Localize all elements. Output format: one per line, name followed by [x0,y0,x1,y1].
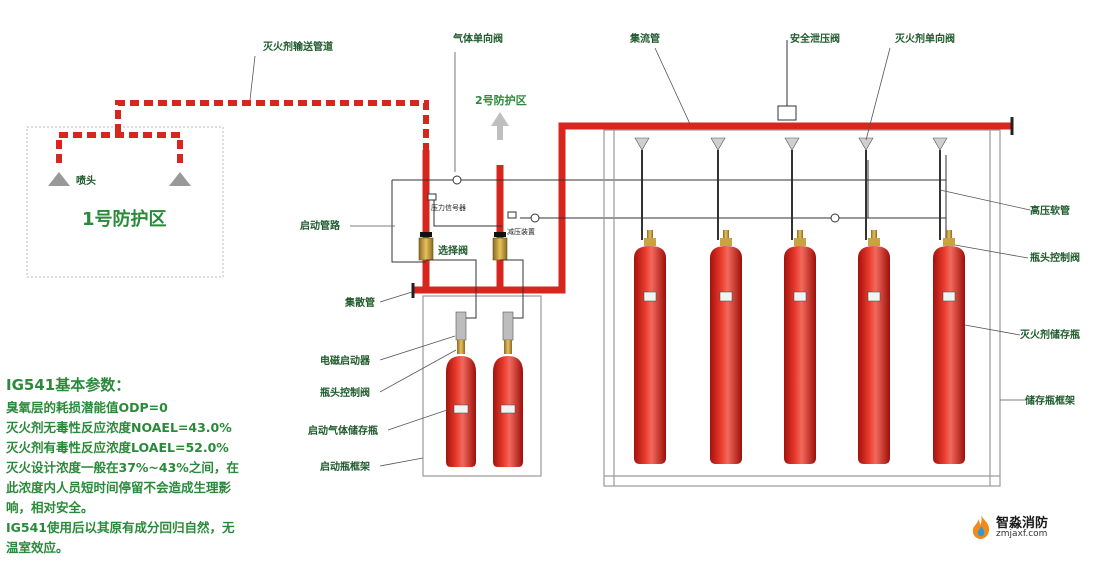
params-line: 灭火剂无毒性反应浓度NOAEL=43.0% [6,420,232,435]
label-agent-check-valve: 灭火剂单向阀 [894,32,955,45]
label-high-pressure-hose: 高压软管 [1030,204,1070,217]
selector-valve-2-icon [492,237,508,261]
main-pipes [412,122,1012,294]
brand-name: 智淼消防 [996,516,1049,531]
actuation-lines [391,155,947,263]
agent-cylinder-2 [709,229,743,465]
agent-check-valves [634,137,948,240]
params-line: 此浓度内人员短时间停留不会造成生理影 [6,480,232,495]
label-nozzle: 喷头 [76,174,96,187]
brand-url: zmjaxf.com [996,529,1048,539]
label-safety-relief-valve: 安全泄压阀 [790,32,840,45]
label-delivery-pipe: 灭火剂输送管道 [262,40,333,53]
label-collector-pipe: 集散管 [344,296,375,309]
zone1-box [26,126,224,278]
zone2-arrow-icon [491,112,509,140]
label-agent-cylinder: 灭火剂储存瓶 [1019,328,1080,341]
params-line: 响，相对安全。 [6,500,94,515]
pressure-switch-icon [427,193,437,201]
label-solenoid-actuator: 电磁启动器 [320,354,371,367]
ig541-parameters: IG541基本参数： 臭氧层的耗损潜能值ODP=0 灭火剂无毒性反应浓度NOAE… [6,374,306,558]
selector-valve-1-icon [418,237,434,261]
cylinder-rack [603,129,1001,487]
start-cylinder-1 [446,311,476,467]
params-line: 温室效应。 [6,540,69,555]
params-title: IG541基本参数： [6,376,131,394]
start-cylinder-rack [422,295,542,477]
gas-check-valve-icon [452,175,462,185]
line-check-valve-icon [830,213,840,223]
label-selector-valve: 选择阀 [438,244,468,257]
leader-lines [249,47,1031,467]
agent-cylinder-5 [932,229,966,465]
label-start-cylinder-rack: 启动瓶框架 [320,460,370,473]
brand-logo: 智淼消防 zmjaxf.com [970,512,1090,544]
nozzle-left-icon [48,172,70,186]
start-cylinder-2 [493,311,523,467]
agent-cylinder-3 [783,229,817,465]
label-cylinder-rack: 储存瓶框架 [1024,394,1075,407]
label-gas-check-valve: 气体单向阀 [452,32,503,45]
params-line: IG541使用后以其原有成分回归自然，无 [6,520,235,535]
params-line: 灭火设计浓度一般在37%~43%之间，在 [6,460,239,475]
flame-icon [972,515,990,539]
label-start-gas-cylinder: 启动气体储存瓶 [308,424,378,437]
label-pressure-reducer: 减压装置 [507,227,535,236]
agent-cylinder-1 [633,229,667,465]
label-start-pipeline: 启动管路 [300,219,341,232]
label-zone2: 2号防护区 [475,93,527,107]
label-cylinder-head-valve-right: 瓶头控制阀 [1030,251,1080,264]
delivery-pipe [56,100,429,163]
label-cylinder-head-valve-left: 瓶头控制阀 [320,386,370,399]
label-zone1: 1号防护区 [82,208,167,230]
label-pressure-switch: 压力信号器 [431,203,466,212]
safety-relief-valve-icon [777,105,797,121]
nozzle-right-icon [169,172,191,186]
params-line: 臭氧层的耗损潜能值ODP=0 [6,400,168,415]
label-manifold: 集流管 [629,32,660,45]
agent-cylinder-4 [857,229,891,465]
pressure-reducer-icon [530,213,540,223]
params-line: 灭火剂有毒性反应浓度LOAEL=52.0% [6,440,229,455]
reducer-box-icon [507,211,517,219]
